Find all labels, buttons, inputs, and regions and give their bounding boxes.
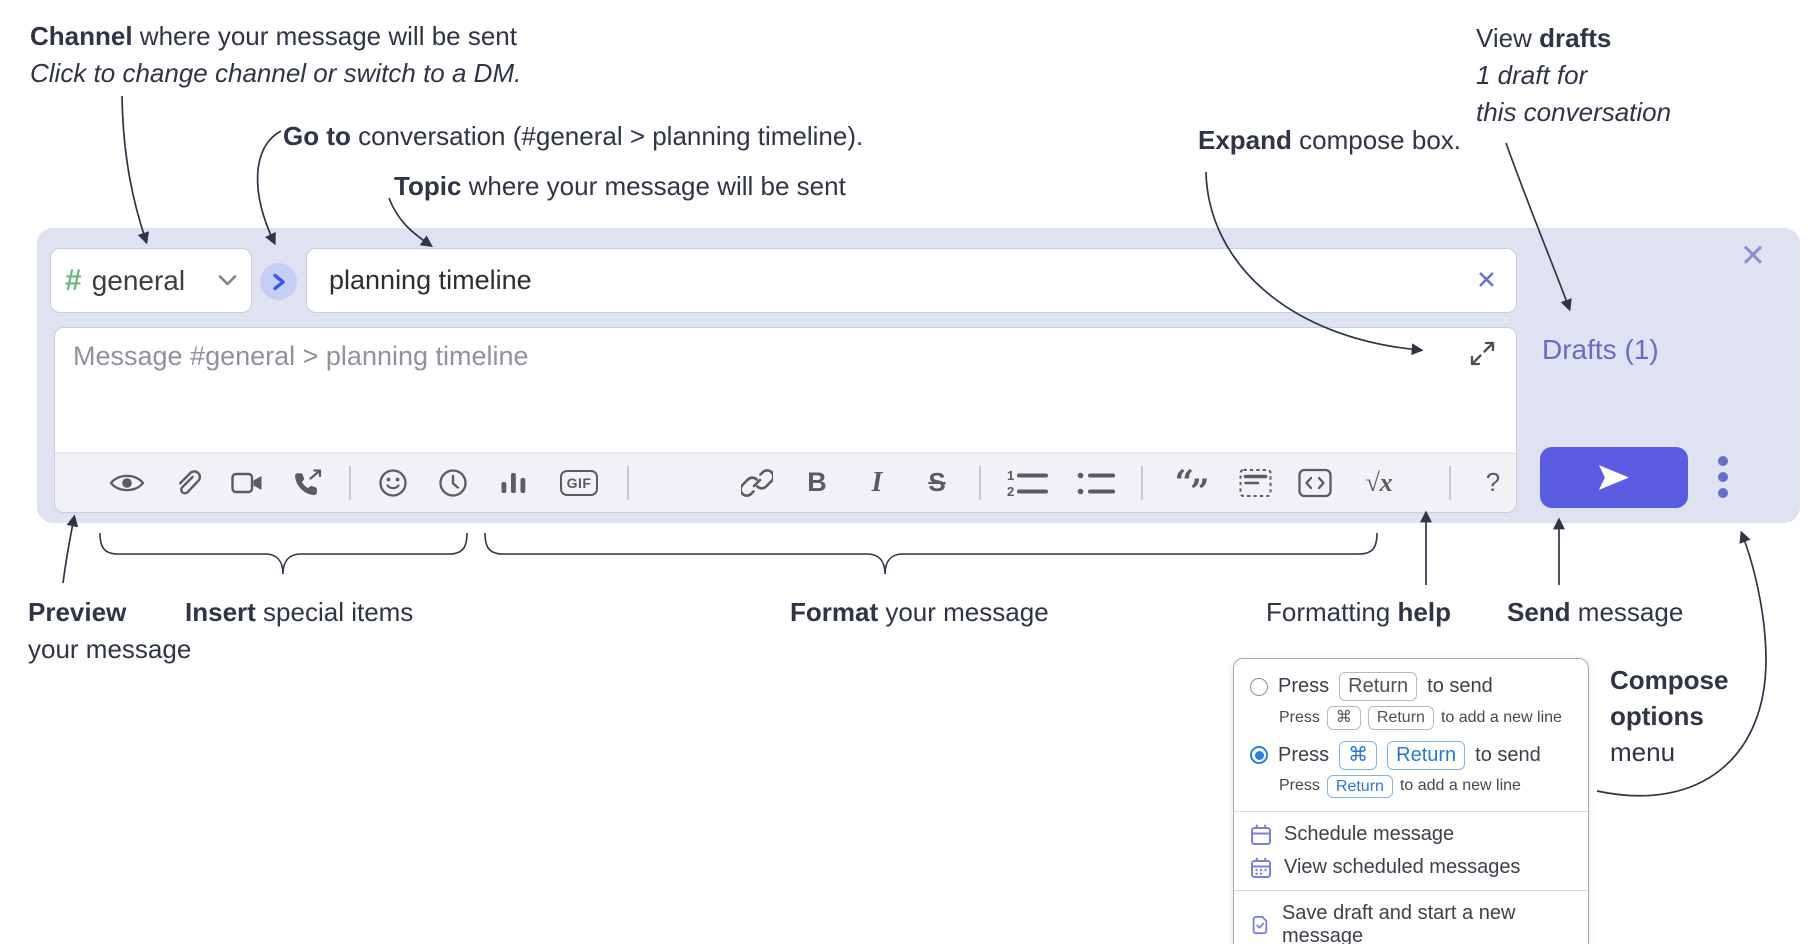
toolbar-divider <box>979 465 981 500</box>
voice-call-button[interactable] <box>289 465 325 501</box>
radio-unselected-icon[interactable] <box>1250 677 1268 696</box>
annotation-view-drafts: View drafts 1 draft for this conversatio… <box>1476 23 1672 127</box>
clock-icon <box>439 468 467 497</box>
expand-compose-button[interactable] <box>1469 340 1496 367</box>
bold-icon: B <box>807 467 827 497</box>
annotation-send: Send message <box>1507 597 1684 627</box>
topic-field-wrap: ✕ <box>306 248 1517 313</box>
option-cmd-enter-to-send-hint: Press Return to add a new line <box>1234 774 1588 806</box>
link-button[interactable] <box>739 465 775 501</box>
strikethrough-button[interactable]: S <box>919 465 955 501</box>
add-time-button[interactable] <box>435 465 471 501</box>
menu-divider <box>1234 811 1588 813</box>
toolbar-divider <box>1141 465 1143 500</box>
keycap: Return <box>1326 774 1393 799</box>
annotation-topic: Topic where your message will be sent <box>394 171 846 201</box>
toolbar-divider <box>627 465 629 500</box>
gif-button[interactable]: GIF <box>555 465 603 501</box>
option-cmd-enter-to-send[interactable]: Press ⌘ Return to send <box>1234 737 1588 774</box>
compose-options-button[interactable] <box>1718 456 1728 498</box>
link-icon <box>741 468 773 497</box>
gif-icon: GIF <box>559 469 599 496</box>
paperclip-icon <box>178 469 201 495</box>
poll-button[interactable] <box>495 465 531 501</box>
chevron-down-icon <box>218 275 237 286</box>
numbered-list-button[interactable]: 1 2 <box>1005 465 1051 501</box>
channel-hash-icon: # <box>65 263 82 297</box>
annotation-channel: Channel where your message will be sent … <box>30 21 522 88</box>
annotation-preview: Preview your message <box>28 597 192 664</box>
keycap: Return <box>1367 706 1434 730</box>
close-compose-icon[interactable]: ✕ <box>1740 238 1766 273</box>
phone-call-icon <box>294 468 321 495</box>
option-enter-to-send-hint: Press ⌘ Return to add a new line <box>1234 705 1588 737</box>
math-tex-icon: √x <box>1365 467 1393 497</box>
bar-chart-icon <box>501 472 525 493</box>
annotation-format: Format your message <box>790 597 1049 627</box>
math-button[interactable]: √x <box>1357 465 1401 501</box>
channel-selector[interactable]: # general <box>50 248 252 313</box>
expand-diagonal-icon <box>1470 341 1495 366</box>
chevron-right-icon <box>272 273 285 290</box>
annotation-expand: Expand compose box. <box>1198 125 1462 155</box>
emoji-button[interactable] <box>375 465 411 501</box>
preview-button[interactable] <box>109 465 145 501</box>
keycap: ⌘ <box>1326 706 1361 730</box>
go-to-conversation-button[interactable] <box>260 263 297 300</box>
bulleted-list-button[interactable] <box>1075 465 1117 501</box>
svg-text:2: 2 <box>1007 484 1014 498</box>
compose-toolbar: GIF B I S 1 2 <box>55 452 1516 512</box>
strikethrough-icon: S <box>928 467 946 497</box>
video-call-button[interactable] <box>229 465 265 501</box>
draft-document-icon <box>1252 916 1268 935</box>
radio-selected-icon[interactable] <box>1250 746 1268 765</box>
channel-name: general <box>91 264 186 296</box>
video-camera-icon <box>231 472 262 493</box>
eye-icon <box>109 474 145 491</box>
smiley-icon <box>379 468 407 497</box>
compose-options-menu: Press Return to send Press ⌘ Return to a… <box>1233 658 1589 944</box>
toolbar-divider <box>349 465 351 500</box>
code-block-button[interactable] <box>1297 465 1333 501</box>
annotation-goto: Go to conversation (#general > planning … <box>283 121 864 151</box>
menu-item-view-scheduled[interactable]: View scheduled messages <box>1234 851 1588 884</box>
menu-divider <box>1234 890 1588 892</box>
calendar-icon <box>1251 824 1271 845</box>
message-placeholder: Message #general > planning timeline <box>73 341 529 371</box>
formatting-help-button[interactable]: ? <box>1475 465 1511 501</box>
annotation-compose-options: Compose options menu <box>1610 665 1729 767</box>
bold-button[interactable]: B <box>799 465 835 501</box>
keycap: Return <box>1339 672 1418 701</box>
spoiler-button[interactable] <box>1237 465 1273 501</box>
italic-button[interactable]: I <box>859 465 895 501</box>
question-mark-icon: ? <box>1485 467 1501 497</box>
kebab-dot <box>1718 472 1728 482</box>
quote-button[interactable]: “” <box>1167 462 1213 512</box>
code-icon <box>1298 468 1332 497</box>
paper-plane-icon <box>1598 465 1630 490</box>
calendar-grid-icon <box>1251 857 1271 878</box>
quote-icon: “” <box>1174 462 1209 512</box>
spoiler-icon <box>1239 468 1271 497</box>
toolbar-divider <box>1449 465 1451 500</box>
attach-file-button[interactable] <box>169 465 205 501</box>
numbered-list-icon: 1 2 <box>1007 468 1048 498</box>
keycap: ⌘ <box>1339 740 1378 770</box>
menu-item-schedule-message[interactable]: Schedule message <box>1234 818 1588 851</box>
kebab-dot <box>1718 456 1728 466</box>
clear-topic-icon[interactable]: ✕ <box>1476 266 1497 294</box>
bulleted-list-icon <box>1077 472 1115 494</box>
topic-input[interactable] <box>306 248 1517 313</box>
send-button[interactable] <box>1540 447 1688 508</box>
message-compose-area[interactable]: Message #general > planning timeline <box>54 327 1517 513</box>
italic-icon: I <box>871 466 883 498</box>
annotation-formatting-help: Formatting help <box>1266 597 1451 627</box>
drafts-link[interactable]: Drafts (1) <box>1542 334 1659 365</box>
svg-text:1: 1 <box>1007 468 1014 483</box>
annotation-insert: Insert special items <box>185 597 414 627</box>
kebab-dot <box>1718 488 1728 498</box>
menu-item-save-draft[interactable]: Save draft and start a new message <box>1234 897 1588 944</box>
keycap: Return <box>1387 740 1466 770</box>
option-enter-to-send[interactable]: Press Return to send <box>1234 668 1588 705</box>
